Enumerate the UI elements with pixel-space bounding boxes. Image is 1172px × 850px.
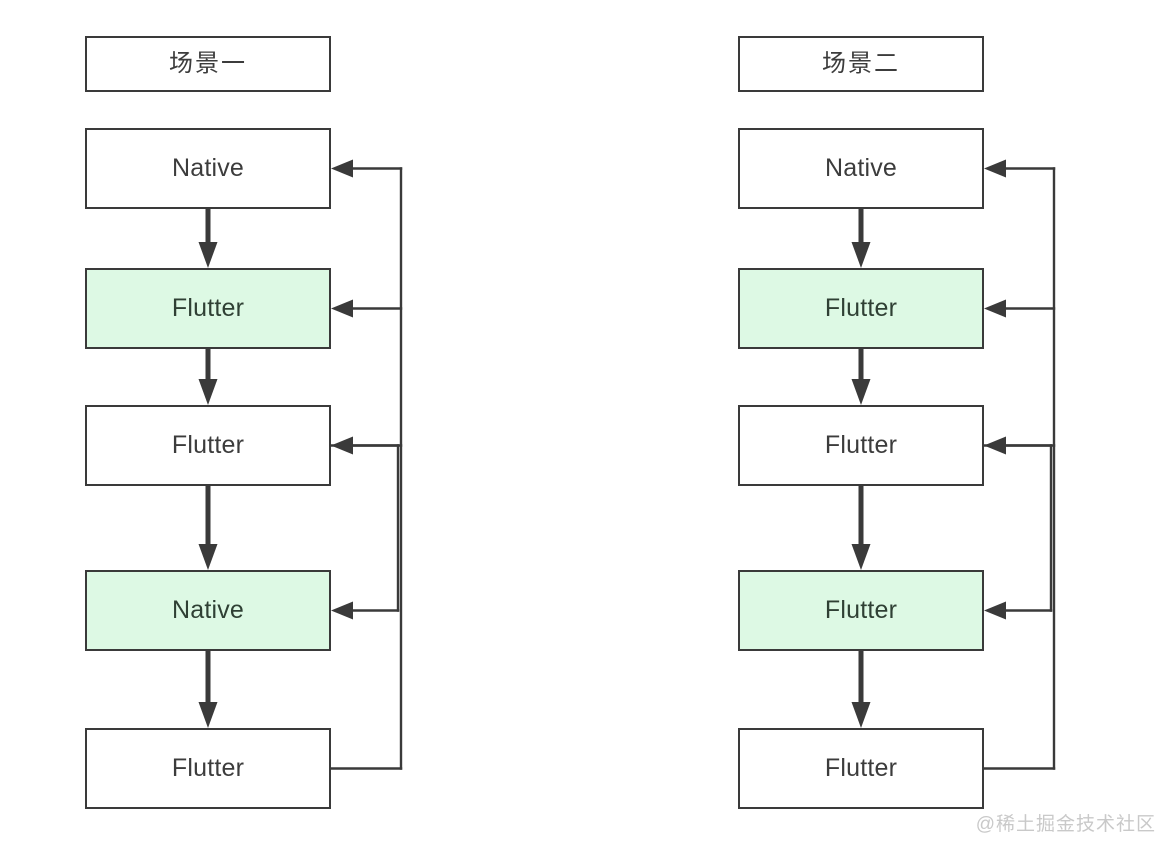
down-arrow-scene-two-1-head <box>851 379 871 405</box>
down-arrow-scene-one-3-head <box>198 702 218 728</box>
node-box-scene-one-2: Flutter <box>85 405 331 486</box>
down-arrow-scene-one-1-stem <box>205 349 211 379</box>
node-box-scene-two-0: Native <box>738 128 984 209</box>
inner-arrowhead-scene-one <box>331 601 353 620</box>
down-arrow-scene-one-1-head <box>198 379 218 405</box>
watermark: @稀土掘金技术社区 <box>975 814 1156 835</box>
return-arrowhead-scene-two-to-1 <box>984 299 1006 318</box>
node-box-scene-one-3: Native <box>85 570 331 651</box>
node-box-scene-two-3: Flutter <box>738 570 984 651</box>
node-box-scene-one-1: Flutter <box>85 268 331 349</box>
panel-title-scene-one: 场景一 <box>85 36 331 92</box>
node-box-scene-two-4: Flutter <box>738 728 984 809</box>
node-box-scene-two-2: Flutter <box>738 405 984 486</box>
down-arrow-scene-one-2-stem <box>205 486 211 544</box>
down-arrow-scene-one-0-head <box>198 242 218 268</box>
down-arrow-scene-one-2-head <box>198 544 218 570</box>
down-arrow-scene-one-0-stem <box>205 209 211 242</box>
down-arrow-scene-two-2-head <box>851 544 871 570</box>
down-arrow-scene-two-3-head <box>851 702 871 728</box>
down-arrow-scene-two-3-stem <box>858 651 864 702</box>
down-arrow-scene-one-3-stem <box>205 651 211 702</box>
inner-arrowhead-scene-two <box>984 601 1006 620</box>
return-arrowhead-scene-two-to-0 <box>984 159 1006 178</box>
node-box-scene-two-1: Flutter <box>738 268 984 349</box>
node-box-scene-one-0: Native <box>85 128 331 209</box>
down-arrow-scene-two-2-stem <box>858 486 864 544</box>
down-arrow-scene-two-0-stem <box>858 209 864 242</box>
panel-title-scene-two: 场景二 <box>738 36 984 92</box>
down-arrow-scene-two-0-head <box>851 242 871 268</box>
node-box-scene-one-4: Flutter <box>85 728 331 809</box>
return-arrowhead-scene-one-to-1 <box>331 299 353 318</box>
down-arrow-scene-two-1-stem <box>858 349 864 379</box>
return-arrowhead-scene-one-to-0 <box>331 159 353 178</box>
